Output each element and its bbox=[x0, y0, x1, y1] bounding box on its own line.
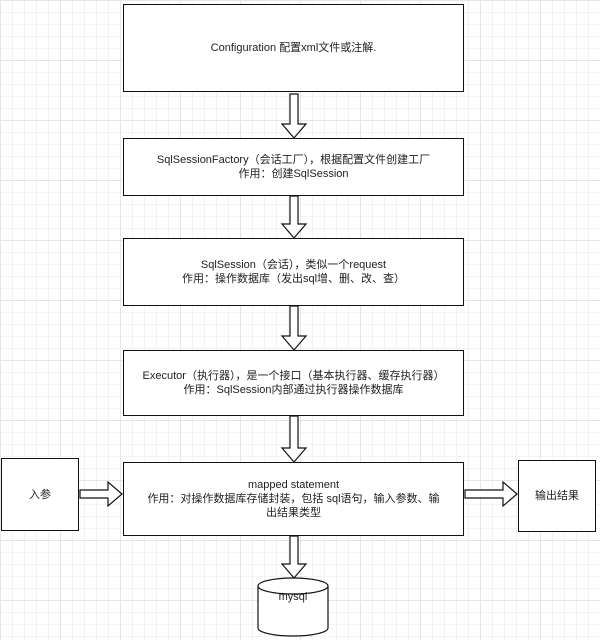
database-cylinder bbox=[257, 577, 329, 637]
output-result-box: 输出结果 bbox=[518, 460, 596, 532]
session-factory-role: 作用：创建SqlSession bbox=[238, 168, 349, 180]
mapped-statement-role: 作用：对操作数据库存储封装，包括 sql语句，输入参数、输出结果类型 bbox=[147, 493, 440, 519]
executor-box: Executor（执行器），是一个接口（基本执行器、缓存执行器） 作用：SqlS… bbox=[123, 350, 464, 416]
arrow-mapped-to-output bbox=[464, 480, 518, 508]
configuration-box: Configuration 配置xml文件或注解. bbox=[123, 4, 464, 92]
session-title: SqlSession（会话），类似一个request bbox=[200, 259, 387, 271]
arrow-session-to-executor bbox=[280, 305, 308, 351]
configuration-label: Configuration 配置xml文件或注解. bbox=[210, 42, 377, 54]
input-params-box: 入参 bbox=[1, 458, 79, 531]
executor-role: 作用：SqlSession内部通过执行器操作数据库 bbox=[183, 384, 404, 396]
arrow-input-to-mapped bbox=[79, 480, 123, 508]
session-role: 作用：操作数据库（发出sql增、删、改、查） bbox=[181, 273, 406, 285]
database-label: mysql bbox=[278, 591, 308, 603]
arrow-config-to-factory bbox=[280, 93, 308, 139]
session-factory-title: SqlSessionFactory（会话工厂），根据配置文件创建工厂 bbox=[156, 154, 431, 166]
input-params-label: 入参 bbox=[29, 488, 51, 501]
arrow-mapped-to-db bbox=[280, 535, 308, 579]
arrow-executor-to-mapped bbox=[280, 415, 308, 463]
mapped-statement-title: mapped statement bbox=[247, 479, 340, 491]
output-result-label: 输出结果 bbox=[535, 490, 579, 502]
session-box: SqlSession（会话），类似一个request 作用：操作数据库（发出sq… bbox=[123, 238, 464, 306]
session-factory-box: SqlSessionFactory（会话工厂），根据配置文件创建工厂 作用：创建… bbox=[123, 138, 464, 196]
executor-title: Executor（执行器），是一个接口（基本执行器、缓存执行器） bbox=[142, 370, 445, 382]
arrow-factory-to-session bbox=[280, 195, 308, 239]
mapped-statement-box: mapped statement 作用：对操作数据库存储封装，包括 sql语句，… bbox=[123, 462, 464, 536]
